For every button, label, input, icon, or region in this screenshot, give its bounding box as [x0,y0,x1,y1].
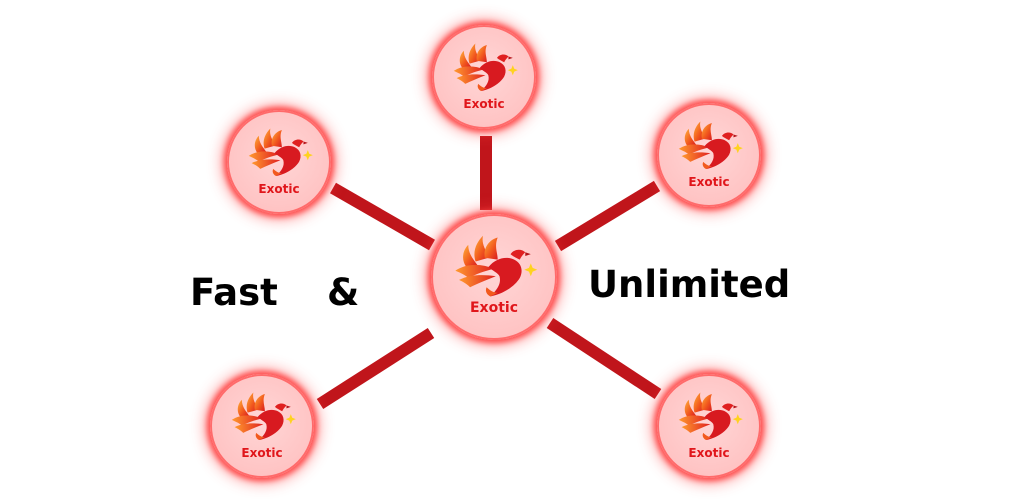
connector-bottom-left [316,327,435,410]
tagline-fast: Fast [190,271,278,314]
phoenix-logo-icon [673,117,745,175]
phoenix-logo-icon [243,124,315,182]
tagline-ampersand: & [327,271,360,314]
connector-top-left [330,182,435,251]
node-top-right: Exotic [657,103,761,207]
node-label: Exotic [688,175,730,189]
phoenix-logo-icon [448,230,540,304]
node-bottom-right: Exotic [657,374,761,478]
node-label: Exotic [258,182,300,196]
node-label: Exotic [688,446,730,460]
node-label: Exotic [469,300,518,316]
connector-top-right [554,180,661,252]
phoenix-logo-icon [448,39,520,97]
phoenix-logo-icon [673,388,745,446]
connector-bottom-right [546,317,662,400]
node-top-left: Exotic [227,110,331,214]
tagline-unlimited: Unlimited [588,263,791,306]
node-label: Exotic [241,446,283,460]
node-bottom-left: Exotic [210,374,314,478]
node-center: Exotic [431,214,557,340]
phoenix-logo-icon [226,388,298,446]
node-top: Exotic [432,25,536,129]
node-label: Exotic [463,97,505,111]
